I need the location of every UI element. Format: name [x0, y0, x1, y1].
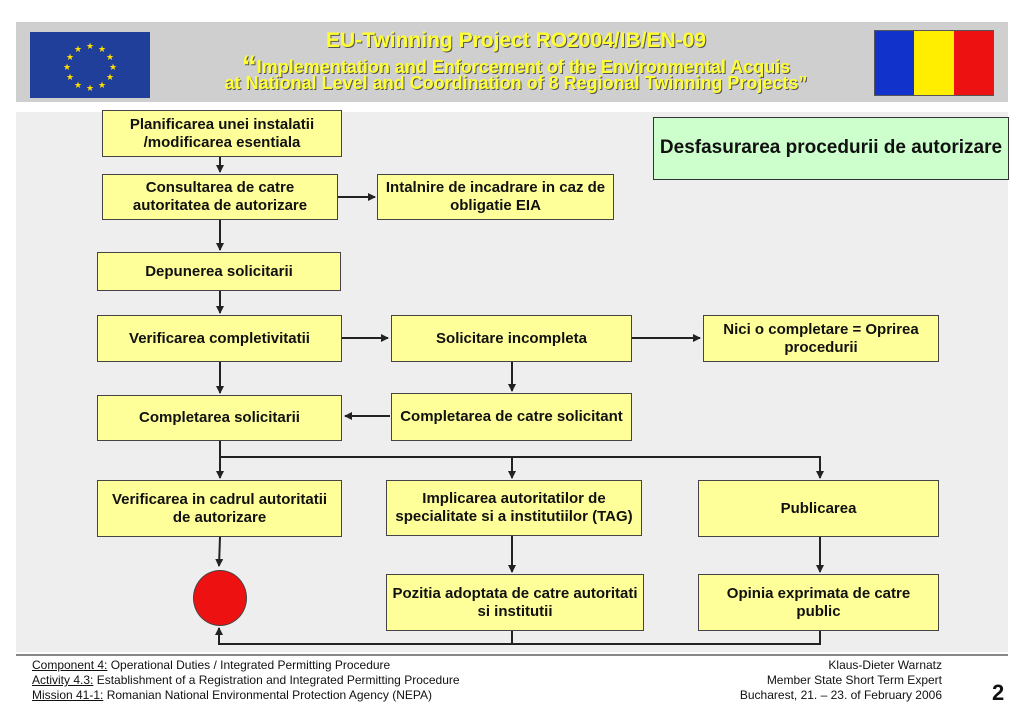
eu-flag-icon: ★ ★ ★ ★ ★ ★ ★ ★ ★ ★ ★ ★: [30, 32, 150, 98]
svg-text:★: ★: [66, 72, 74, 82]
svg-text:★: ★: [66, 52, 74, 62]
header-banner: ★ ★ ★ ★ ★ ★ ★ ★ ★ ★ ★ ★ EU-Twinning Proj…: [16, 22, 1008, 102]
svg-text:★: ★: [109, 62, 117, 72]
arrow-verificarea-cadrul-circle: [215, 536, 224, 567]
node-verificarea-completivitatii: Verificarea completivitatii: [97, 315, 342, 362]
footer-divider: [16, 654, 1008, 656]
svg-text:★: ★: [86, 83, 94, 93]
node-publicarea: Publicarea: [698, 480, 939, 537]
svg-text:★: ★: [106, 52, 114, 62]
node-pozitia: Pozitia adoptata de catre autoritati si …: [386, 574, 644, 631]
romania-flag-icon: [874, 30, 994, 96]
node-solicitare-incompleta: Solicitare incompleta: [391, 315, 632, 362]
svg-text:★: ★: [74, 44, 82, 54]
footer-component: Component 4: Operational Duties / Integr…: [32, 658, 460, 673]
footer-activity: Activity 4.3: Establishment of a Registr…: [32, 673, 460, 688]
project-subtitle-line1: “Implementation and Enforcement of the E…: [166, 52, 866, 82]
svg-text:★: ★: [98, 44, 106, 54]
node-intalnire: Intalnire de incadrare in caz de obligat…: [377, 174, 614, 220]
svg-text:★: ★: [74, 80, 82, 90]
footer-component-label: Component 4:: [32, 658, 108, 672]
footer-right: Klaus-Dieter Warnatz Member State Short …: [740, 658, 942, 703]
footer-component-text: Operational Duties / Integrated Permitti…: [107, 658, 391, 672]
node-opinia: Opinia exprimata de catre public: [698, 574, 939, 631]
node-completarea-solicitarii: Completarea solicitarii: [97, 395, 342, 441]
svg-text:★: ★: [98, 80, 106, 90]
page-number: 2: [992, 680, 1005, 705]
footer-mission-label: Mission 41-1:: [32, 688, 104, 702]
node-implicarea: Implicarea autoritatilor de specialitate…: [386, 480, 642, 536]
arrow-return-circle: [215, 627, 821, 645]
diagram-title: Desfasurarea procedurii de autorizare: [653, 117, 1009, 180]
node-consultarea: Consultarea de catre autoritatea de auto…: [102, 174, 338, 220]
footer-date: Bucharest, 21. – 23. of February 2006: [739, 688, 942, 702]
svg-text:★: ★: [106, 72, 114, 82]
stop-circle-node: [193, 570, 247, 626]
arrow-branch-publicarea: [220, 456, 824, 479]
project-title: EU-Twinning Project RO2004/IB/EN-09: [325, 29, 707, 52]
node-nici-o-completare: Nici o completare = Oprirea procedurii: [703, 315, 939, 362]
open-quote: “: [241, 50, 257, 83]
footer-role: Member State Short Term Expert: [766, 673, 942, 687]
footer-left: Component 4: Operational Duties / Integr…: [32, 658, 460, 703]
footer-mission: Mission 41-1: Romanian National Environm…: [32, 688, 460, 703]
footer-activity-label: Activity 4.3:: [32, 673, 94, 687]
svg-text:★: ★: [63, 62, 71, 72]
subtitle-line1-text: Implementation and Enforcement of the En…: [256, 57, 791, 77]
node-verificarea-cadrul: Verificarea in cadrul autoritatii de aut…: [97, 480, 342, 537]
node-completarea-solicitant: Completarea de catre solicitant: [391, 393, 632, 441]
node-depunerea: Depunerea solicitarii: [97, 252, 341, 291]
footer-author: Klaus-Dieter Warnatz: [828, 658, 942, 672]
node-planificarea: Planificarea unei instalatii /modificare…: [102, 110, 342, 157]
footer-activity-text: Establishment of a Registration and Inte…: [93, 673, 460, 687]
svg-text:★: ★: [86, 41, 94, 51]
project-subtitle-line2: at National Level and Coordination of 8 …: [224, 73, 808, 93]
footer-mission-text: Romanian National Environmental Protecti…: [103, 688, 432, 702]
